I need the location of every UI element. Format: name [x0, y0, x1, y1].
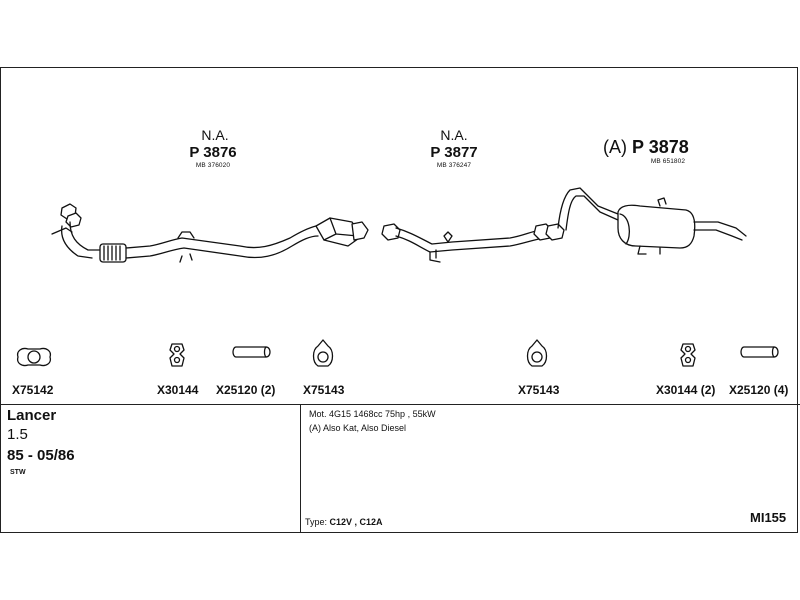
- center-pipe-number: P 3877: [430, 144, 478, 161]
- center-pipe-drawing: [381, 223, 553, 263]
- fitting-label: X75143: [518, 383, 560, 397]
- fitting-label: X75143: [303, 383, 345, 397]
- also-note: (A) Also Kat, Also Diesel: [309, 423, 407, 433]
- vehicle-model: Lancer: [7, 407, 57, 424]
- motor-note: Mot. 4G15 1468cc 75hp , 55kW: [309, 409, 436, 419]
- type-line: Type: C12V , C12A: [305, 517, 383, 527]
- front-pipe-variant: N.A.: [201, 127, 229, 143]
- fitting-label: X30144 (2): [656, 383, 716, 397]
- gasket-icon: [312, 339, 334, 367]
- front-pipe-number: P 3876: [189, 144, 237, 161]
- fitting-label: X25120 (2): [216, 383, 276, 397]
- vehicle-engine-size: 1.5: [7, 426, 28, 443]
- front-pipe-drawing: [51, 203, 369, 263]
- rear-silencer-prefix: (A): [603, 137, 627, 157]
- vehicle-years: 85 - 05/86: [7, 447, 75, 464]
- sleeve-icon: [740, 346, 779, 358]
- fitting-label: X75142: [12, 383, 54, 397]
- rear-silencer-number: P 3878: [632, 137, 689, 157]
- gasket-icon: [16, 347, 52, 367]
- rubber-hanger-icon: [169, 343, 185, 367]
- type-label: Type:: [305, 517, 328, 527]
- fitting-label: X30144: [157, 383, 199, 397]
- reference-code: MI155: [750, 510, 787, 525]
- fitting-label: X25120 (4): [729, 383, 789, 397]
- rubber-hanger-icon: [680, 343, 696, 367]
- rear-silencer-mb: MB 651802: [650, 158, 686, 165]
- rear-silencer-header: (A) P 3878: [603, 137, 689, 158]
- center-pipe-variant: N.A.: [440, 127, 468, 143]
- gasket-icon: [526, 339, 548, 367]
- front-pipe-mb: MB 376020: [195, 162, 231, 169]
- diagram-frame: [0, 67, 798, 533]
- sleeve-icon: [232, 346, 271, 358]
- divider-vertical: [300, 404, 301, 533]
- center-pipe-mb: MB 376247: [436, 162, 472, 169]
- vehicle-body: STW: [10, 469, 26, 476]
- rear-silencer-drawing: [545, 187, 747, 255]
- type-value: C12V , C12A: [329, 517, 383, 527]
- divider-horizontal: [0, 404, 800, 405]
